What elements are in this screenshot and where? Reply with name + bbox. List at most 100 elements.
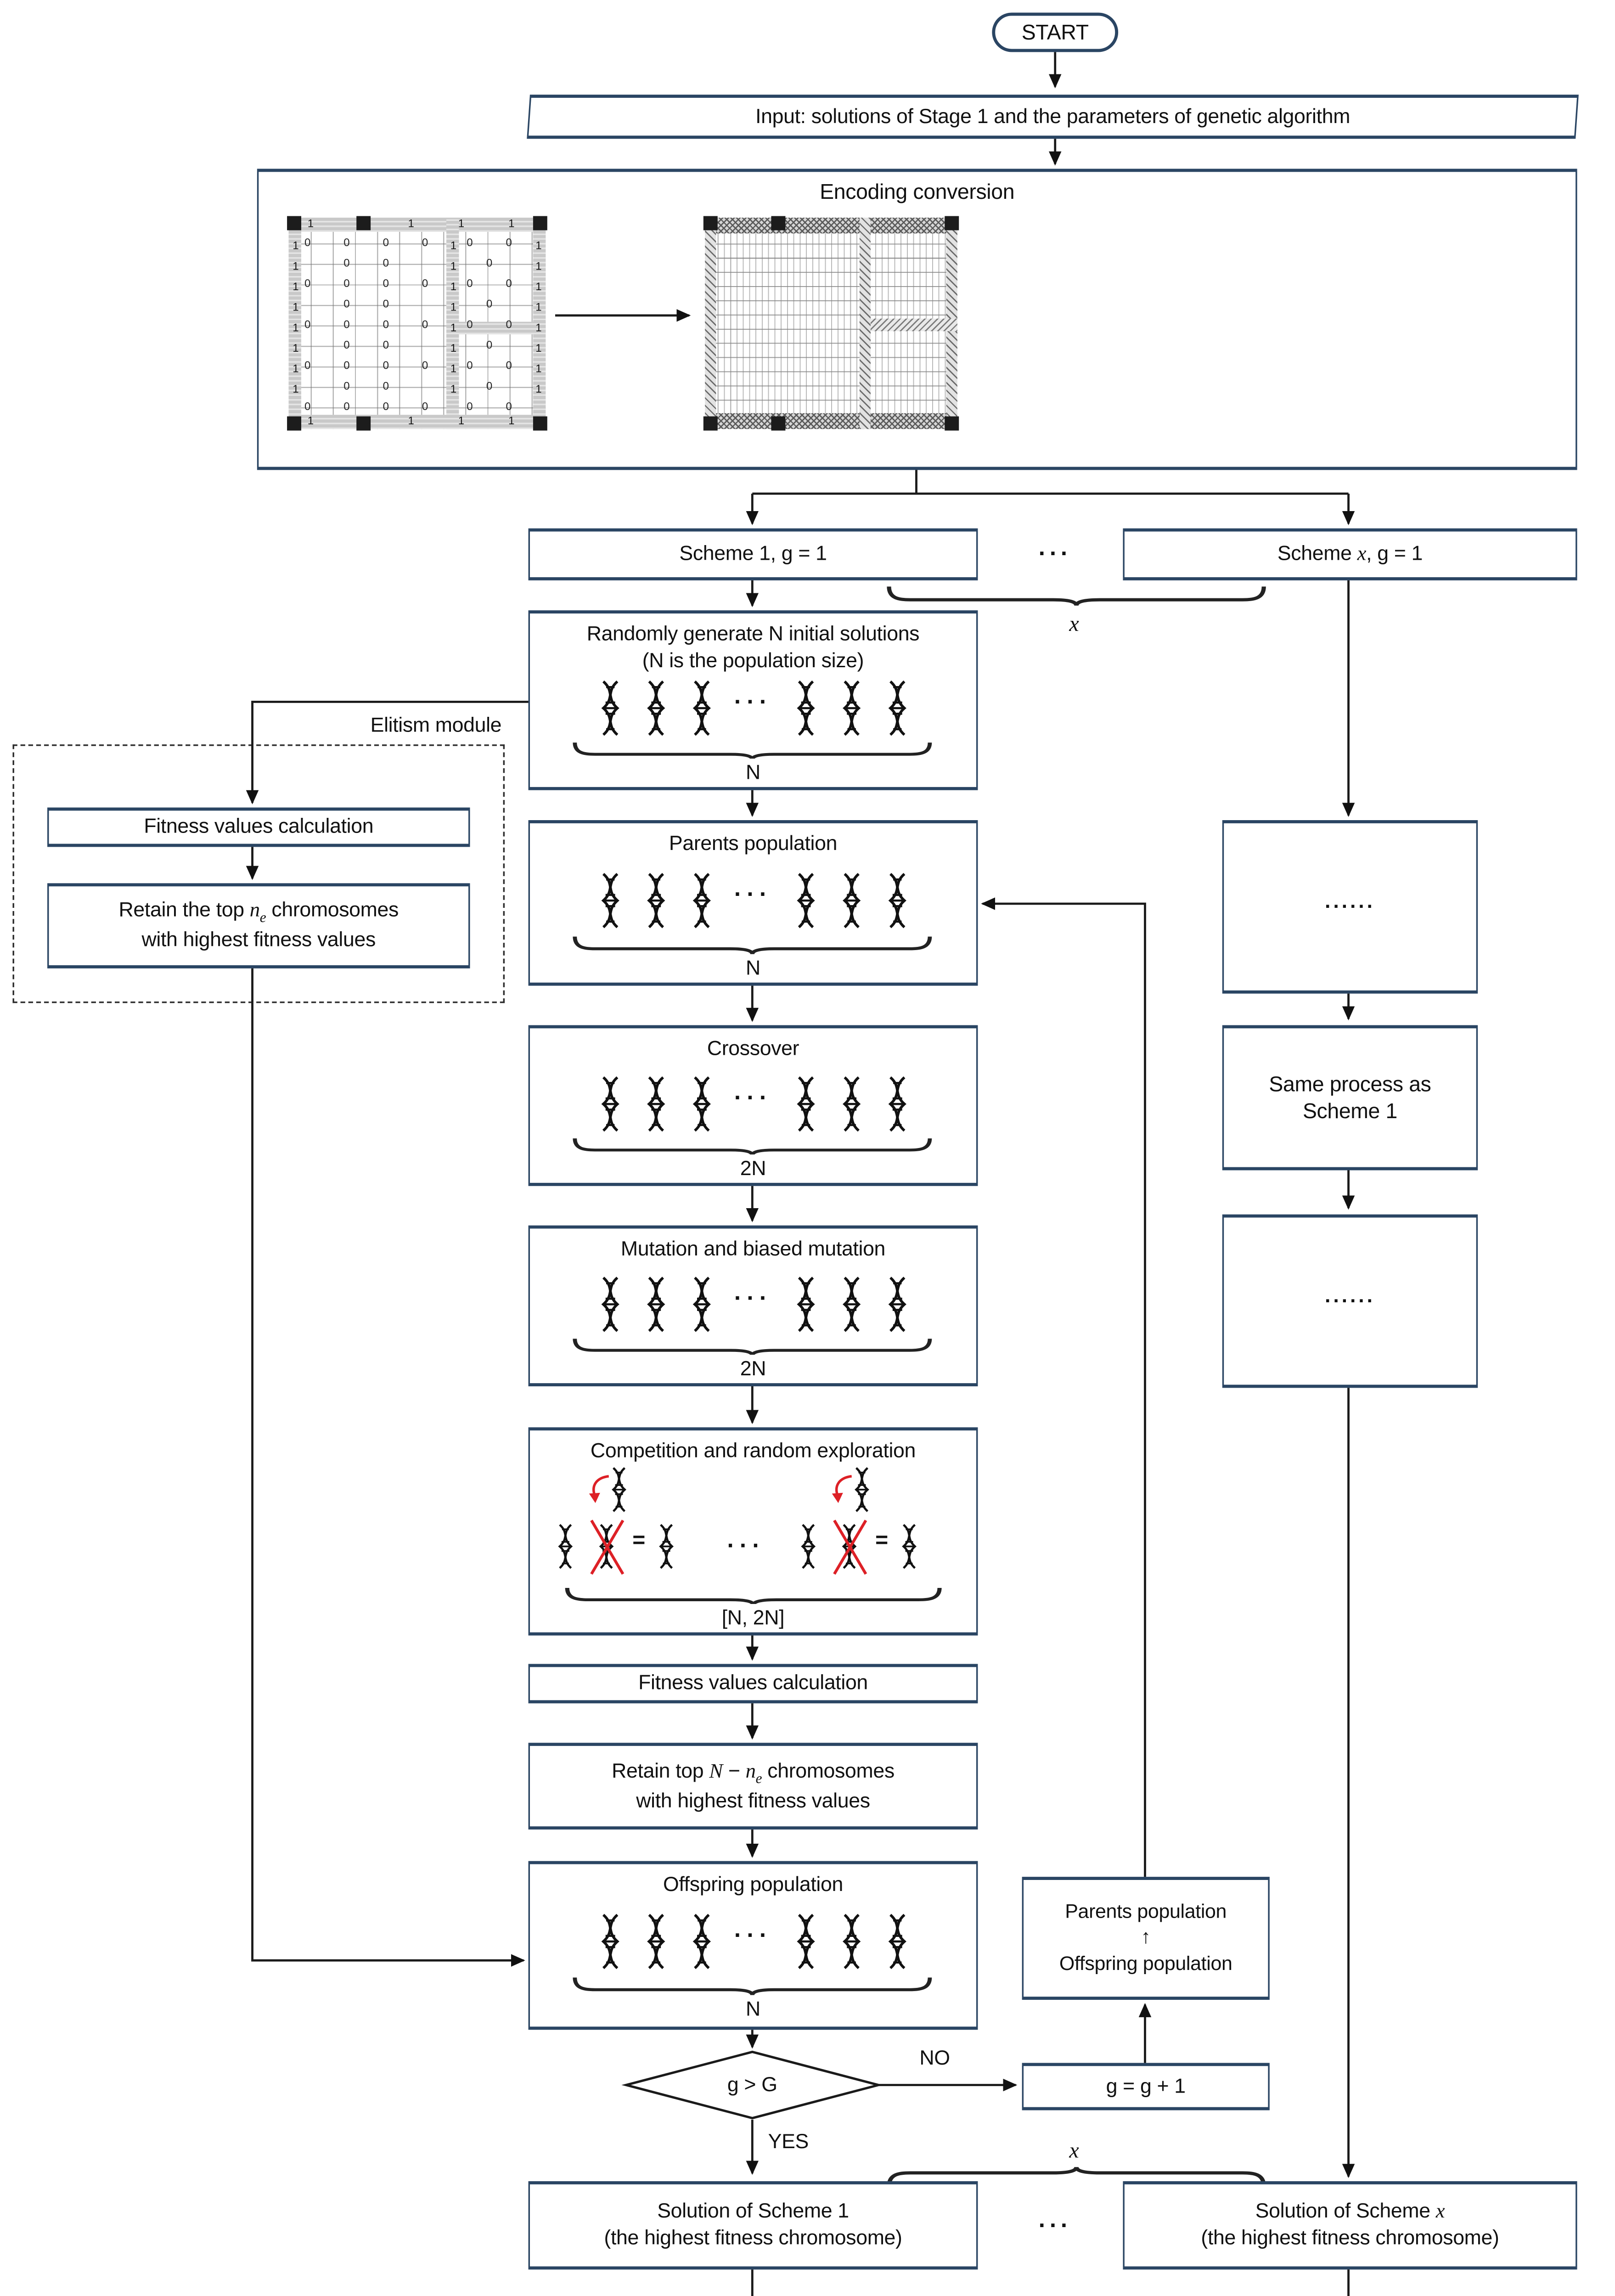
layout-ones-bottom: 1 1 1 1 1 1 1 1 1 1 bbox=[307, 416, 544, 428]
column-icon bbox=[287, 216, 302, 231]
scheme-secondary-beam-left bbox=[705, 217, 716, 429]
column-icon bbox=[533, 216, 547, 231]
layout-bottom-beam bbox=[288, 415, 546, 429]
dna-icon bbox=[884, 1276, 909, 1333]
up-arrow-icon: ↑ bbox=[1141, 1926, 1151, 1948]
layout-zeros-left-bay: 0 0 0 0 0 0 0 0 0 0 0 0 0 0 0 0 0 0 0 0 … bbox=[304, 238, 443, 413]
red-arrow-icon bbox=[832, 1474, 852, 1503]
layout-zeros-right-bay: 0 0 0 0 0 0 0 0 0 0 0 0 0 0 0 0 0 0 0 0 … bbox=[467, 238, 527, 413]
dna-icon bbox=[838, 1075, 863, 1132]
column-icon bbox=[703, 216, 718, 231]
line-elitism-to-offspring bbox=[251, 968, 525, 1967]
solution-scheme-1-node: Solution of Scheme 1(the highest fitness… bbox=[528, 2181, 978, 2270]
swap-populations-node: Parents population ↑ Offspring populatio… bbox=[1022, 1877, 1270, 2000]
population-count: N bbox=[746, 955, 760, 979]
dna-icon bbox=[643, 679, 668, 736]
fitness-calculation-node: Fitness values calculation bbox=[528, 1664, 978, 1704]
competition-illustration: = ··· = bbox=[530, 1466, 976, 1577]
population-count: 2N bbox=[740, 1156, 766, 1181]
scheme-x-node: Scheme x, g = 1 bbox=[1123, 528, 1577, 580]
competition-ellipsis: ··· bbox=[727, 1532, 765, 1559]
dna-icon bbox=[555, 1523, 576, 1569]
competition-node: Competition and random exploration = ··· bbox=[528, 1427, 978, 1636]
dna-icon bbox=[597, 1913, 622, 1970]
dna-icon bbox=[838, 872, 863, 929]
dna-icon bbox=[793, 872, 818, 929]
merge-line bbox=[751, 2269, 1350, 2296]
dna-icon bbox=[884, 679, 909, 736]
row-ellipsis: ··· bbox=[734, 1923, 772, 1950]
crossover-node: Crossover ··· 2N bbox=[528, 1025, 978, 1186]
parents-population-node: Parents population ··· N bbox=[528, 820, 978, 986]
dna-icon bbox=[688, 679, 714, 736]
red-arrow-icon bbox=[589, 1474, 609, 1503]
scheme-1-node: Scheme 1, g = 1 bbox=[528, 528, 978, 580]
right-branch-ellipsis-node-2: ······ bbox=[1222, 1214, 1478, 1388]
scheme-row-ellipsis: ··· bbox=[1038, 541, 1072, 568]
column-icon bbox=[945, 416, 959, 431]
right-branch-ellipsis-node-1: ······ bbox=[1222, 820, 1478, 994]
scheme-count-label: x bbox=[1069, 613, 1079, 637]
dna-icon bbox=[688, 1075, 714, 1132]
dna-icon bbox=[597, 1075, 622, 1132]
column-icon bbox=[703, 416, 718, 431]
dna-icon bbox=[597, 679, 622, 736]
column-icon bbox=[287, 416, 302, 431]
input-node: Input: solutions of Stage 1 and the para… bbox=[527, 95, 1579, 139]
scheme-count-underbrace bbox=[887, 586, 1266, 606]
equals-sign: = bbox=[632, 1526, 646, 1552]
dna-icon bbox=[899, 1523, 920, 1569]
layout-ones-left: 1 1 1 1 1 1 1 1 bbox=[293, 241, 299, 396]
elitism-fitness-calculation-node: Fitness values calculation bbox=[47, 807, 470, 847]
dna-icon bbox=[597, 1276, 622, 1333]
column-icon bbox=[945, 216, 959, 231]
solution-scheme-x-node: Solution of Scheme x(the highest fitness… bbox=[1123, 2181, 1577, 2270]
dna-icon bbox=[643, 872, 668, 929]
split-line bbox=[752, 470, 1349, 495]
mutation-node: Mutation and biased mutation ··· 2N bbox=[528, 1225, 978, 1386]
start-node: START bbox=[992, 12, 1119, 52]
column-icon bbox=[356, 416, 371, 431]
population-count: 2N bbox=[740, 1357, 766, 1381]
dna-icon bbox=[884, 872, 909, 929]
dna-icon bbox=[688, 1276, 714, 1333]
row-ellipsis: ··· bbox=[734, 689, 772, 716]
dna-icon bbox=[793, 1075, 818, 1132]
chromosome-row: ··· bbox=[597, 1075, 909, 1132]
dna-icon bbox=[688, 1913, 714, 1970]
dna-icon bbox=[643, 1075, 668, 1132]
yes-label: YES bbox=[768, 2129, 809, 2153]
scheme-thumbnail bbox=[703, 216, 959, 431]
dna-icon bbox=[838, 679, 863, 736]
chromosome-row: ··· bbox=[597, 870, 909, 930]
solutions-count-label: x bbox=[1069, 2140, 1079, 2164]
line-swap-to-parents bbox=[981, 897, 1146, 1877]
layout-left-beam bbox=[288, 217, 302, 429]
underbrace-icon bbox=[574, 936, 933, 954]
dna-icon bbox=[688, 872, 714, 929]
layout-ones-top: 1 1 1 1 1 1 1 1 1 1 bbox=[307, 219, 544, 231]
offspring-population-node: Offspring population ··· N bbox=[528, 1861, 978, 2030]
decision-label: g > G bbox=[727, 2072, 777, 2096]
scheme-main-beam-bottom bbox=[705, 413, 957, 429]
dna-icon bbox=[798, 1523, 819, 1569]
equals-sign: = bbox=[875, 1526, 888, 1552]
column-icon bbox=[771, 216, 786, 231]
dna-icon bbox=[793, 679, 818, 736]
underbrace-icon bbox=[565, 1587, 942, 1605]
layout-ones-right: 1 1 1 1 1 1 1 1 bbox=[535, 241, 542, 396]
dna-icon bbox=[597, 872, 622, 929]
column-icon bbox=[771, 416, 786, 431]
dna-icon bbox=[884, 1075, 909, 1132]
competition-pair: = bbox=[555, 1466, 707, 1580]
red-cross-icon bbox=[833, 1519, 867, 1574]
dna-icon bbox=[793, 1913, 818, 1970]
layout-inner-beam-h bbox=[446, 321, 546, 335]
row-ellipsis: ··· bbox=[734, 1085, 772, 1113]
chromosome-row: ··· bbox=[597, 1911, 909, 1971]
dna-icon bbox=[884, 1913, 909, 1970]
